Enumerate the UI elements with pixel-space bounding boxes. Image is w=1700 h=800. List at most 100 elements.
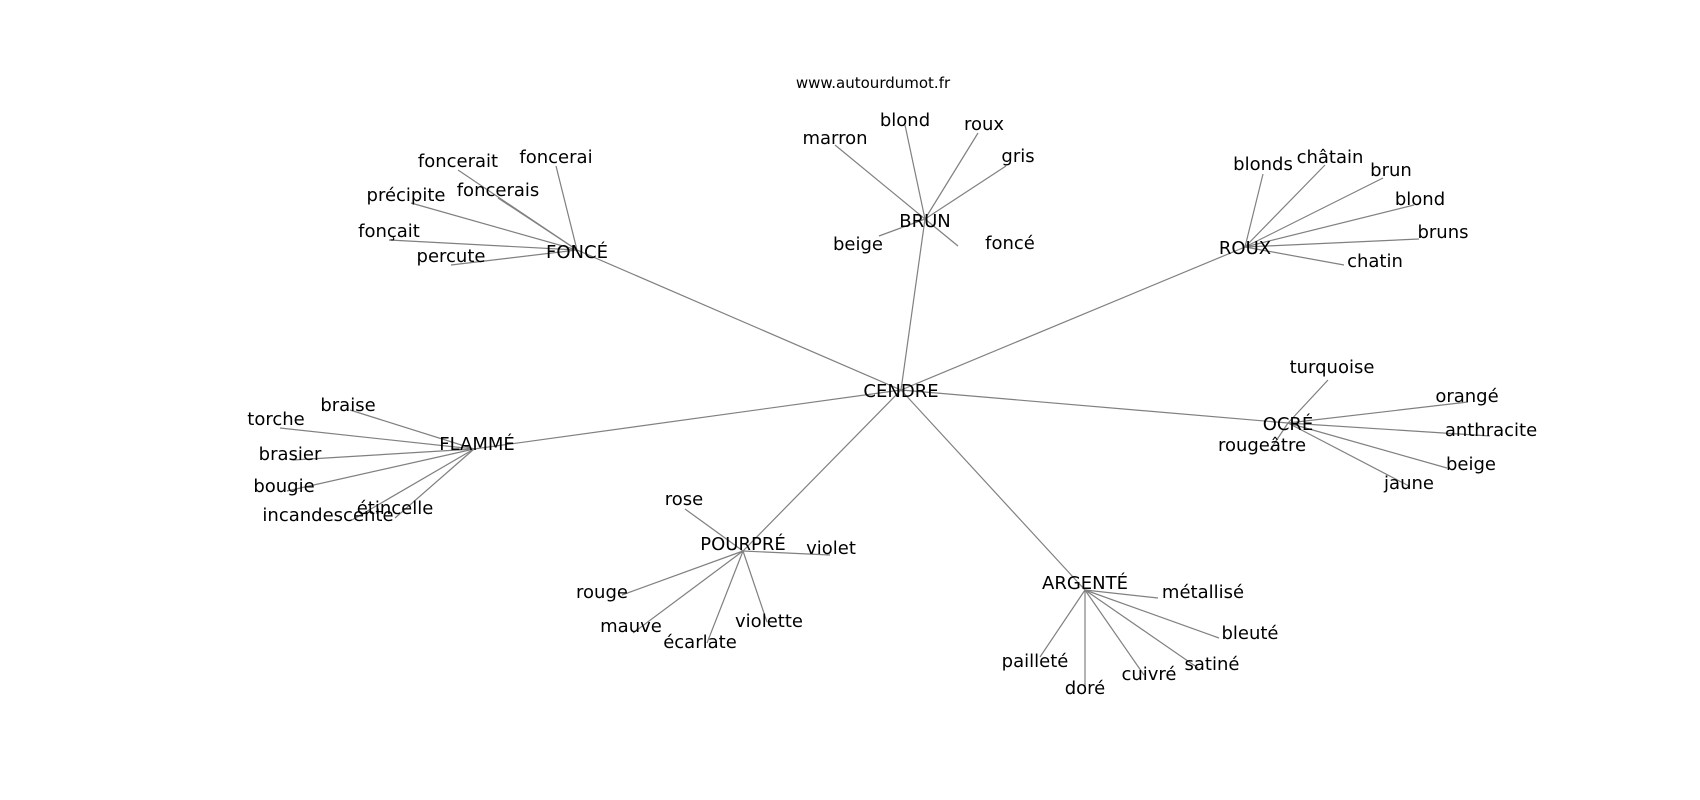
edge-fonce-foncerais: [497, 197, 578, 251]
source-label: www.autourdumot.fr: [796, 74, 951, 92]
node-hub-flamme: FLAMMÉ: [439, 433, 515, 455]
edge-brun-fonce: [924, 218, 959, 247]
node-word-roux-chatin: chatin: [1347, 251, 1403, 272]
edge-ocre-anthracite: [1287, 422, 1491, 437]
edge-flamme-braise: [349, 409, 475, 450]
node-word-brun-gris: gris: [1001, 146, 1034, 167]
edge-roux-brun: [1244, 177, 1384, 248]
edge-cendre-fonce: [576, 249, 902, 391]
edge-roux-blonds: [1244, 173, 1264, 248]
node-word-ocre-anthracite: anthracite: [1445, 420, 1537, 441]
node-hub-ocre: OCRÉ: [1263, 413, 1314, 435]
edge-ocre-beige: [1287, 422, 1448, 469]
edge-roux-chatin: [1244, 246, 1345, 266]
edge-flamme-brasier: [292, 448, 475, 461]
node-word-ocre-jaune: jaune: [1383, 473, 1434, 494]
node-word-fonce-foncerait: foncerait: [418, 151, 498, 172]
edge-pourpre-rose: [684, 508, 744, 552]
edge-argente-metallise: [1084, 589, 1159, 599]
edge-fonce-percute: [450, 249, 578, 266]
edge-flamme-etincelle: [394, 448, 475, 519]
edge-fonce-foncerai: [555, 165, 578, 251]
edge-flamme-incandescente: [351, 448, 475, 521]
node-word-fonce-precipite: précipite: [367, 185, 446, 206]
edge-pourpre-rouge: [621, 550, 744, 596]
node-word-fonce-foncait: fonçait: [358, 221, 420, 242]
node-word-argente-dore: doré: [1065, 678, 1106, 699]
edge-brun-blond: [904, 124, 926, 220]
edge-cendre-pourpre: [742, 389, 902, 552]
node-hub-brun: BRUN: [899, 211, 951, 232]
edge-pourpre-violette: [742, 550, 768, 623]
node-word-roux-blond: blond: [1395, 189, 1445, 210]
node-hub-pourpre: POURPRÉ: [700, 533, 785, 555]
node-word-pourpre-violet: violet: [806, 538, 856, 559]
node-word-roux-brun: brun: [1370, 160, 1412, 181]
edge-roux-chatain: [1244, 164, 1326, 248]
node-word-pourpre-rose: rose: [665, 489, 703, 510]
node-hub-argente: ARGENTÉ: [1042, 572, 1128, 594]
node-word-argente-cuivre: cuivré: [1121, 664, 1176, 685]
edge-fonce-foncait: [388, 239, 578, 251]
edge-roux-bruns: [1244, 238, 1420, 248]
node-word-brun-roux: roux: [964, 114, 1004, 135]
node-word-pourpre-ecarlate: écarlate: [663, 632, 737, 653]
edge-ocre-turquoise: [1287, 379, 1329, 424]
edge-cendre-brun: [900, 218, 926, 391]
edge-argente-satine: [1084, 589, 1199, 669]
edge-brun-marron: [834, 144, 926, 220]
edge-fonce-precipite: [410, 202, 578, 251]
node-word-flamme-bougie: bougie: [253, 476, 314, 497]
node-word-roux-blonds: blonds: [1233, 154, 1293, 175]
node-word-fonce-foncerai: foncerai: [519, 147, 592, 168]
node-center-cendre: CENDRE: [863, 381, 938, 402]
node-hub-fonce: FONCÉ: [546, 241, 608, 263]
node-word-ocre-turquoise: turquoise: [1290, 357, 1375, 378]
edge-argente-bleute: [1084, 589, 1220, 639]
edge-argente-cuivre: [1084, 589, 1145, 676]
node-word-brun-marron: marron: [802, 128, 867, 149]
edge-flamme-torche: [279, 427, 475, 450]
node-word-ocre-beige: beige: [1446, 454, 1496, 475]
edge-ocre-jaune: [1287, 422, 1410, 487]
node-word-pourpre-rouge: rouge: [576, 582, 628, 603]
nodes: CENDRE FONCÉ foncerait foncerai précipite fon…: [247, 110, 1537, 699]
edge-brun-gris: [924, 165, 1007, 220]
edge-ocre-rougeatre: [1269, 422, 1289, 451]
edge-pourpre-mauve: [632, 550, 744, 634]
node-word-argente-bleute: bleuté: [1221, 623, 1278, 644]
node-word-flamme-etincelle: étincelle: [357, 498, 434, 519]
node-word-ocre-rougeatre: rougeâtre: [1218, 435, 1306, 456]
node-word-argente-metallise: métallisé: [1162, 582, 1244, 603]
node-word-fonce-foncerais: foncerais: [457, 180, 540, 201]
node-word-brun-blond: blond: [880, 110, 930, 131]
edge-cendre-argente: [900, 389, 1086, 591]
edge-roux-blond: [1244, 204, 1415, 248]
node-word-fonce-percute: percute: [417, 246, 486, 267]
node-word-argente-satine: satiné: [1185, 654, 1240, 675]
node-word-brun-fonce: foncé: [985, 233, 1035, 254]
edge-cendre-ocre: [900, 389, 1289, 424]
node-word-argente-paillete: pailleté: [1002, 651, 1069, 672]
edge-cendre-flamme: [473, 389, 902, 450]
node-hub-roux: ROUX: [1219, 238, 1271, 259]
node-word-brun-beige: beige: [833, 234, 883, 255]
node-word-roux-chatain: châtain: [1297, 147, 1364, 168]
node-word-pourpre-mauve: mauve: [600, 616, 662, 637]
edge-brun-beige: [878, 218, 926, 237]
node-word-flamme-braise: braise: [320, 395, 375, 416]
edge-ocre-orange: [1287, 401, 1469, 424]
edge-pourpre-ecarlate: [706, 550, 744, 644]
edge-pourpre-violet: [742, 550, 831, 556]
node-word-flamme-brasier: brasier: [259, 444, 322, 465]
edge-cendre-roux: [900, 246, 1246, 391]
node-word-ocre-orange: orangé: [1435, 386, 1498, 407]
node-word-flamme-incandescente: incandescente: [262, 505, 393, 526]
edge-brun-roux: [924, 132, 979, 220]
node-word-pourpre-violette: violette: [735, 611, 803, 632]
node-word-roux-bruns: bruns: [1417, 222, 1468, 243]
edge-argente-paillete: [1039, 589, 1086, 658]
edge-flamme-bougie: [286, 448, 475, 492]
node-word-flamme-torche: torche: [247, 409, 304, 430]
